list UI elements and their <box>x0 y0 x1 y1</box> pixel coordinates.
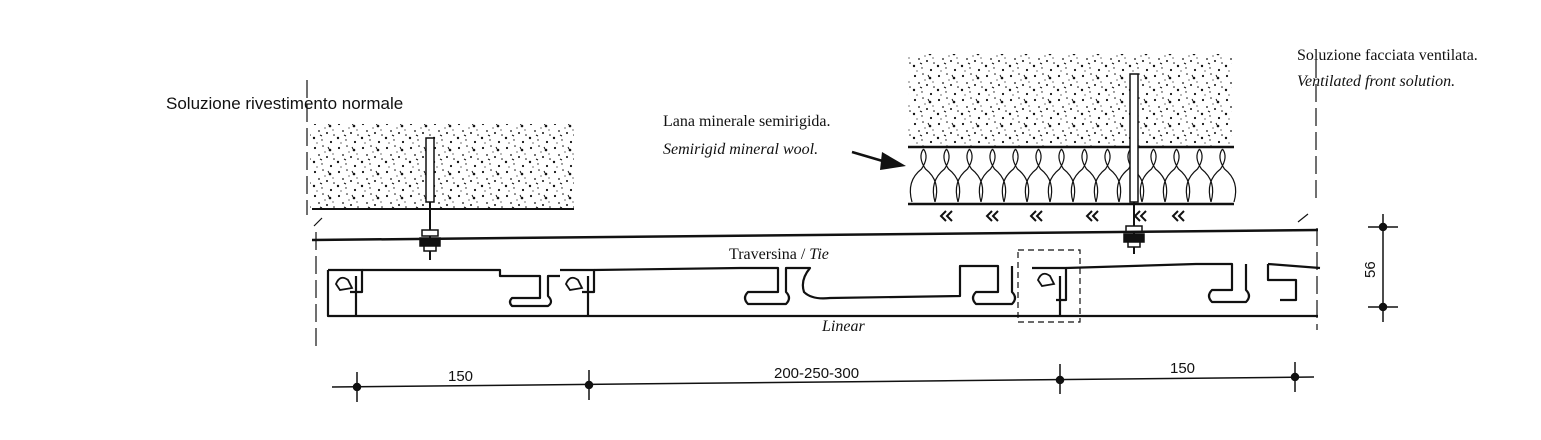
airflow-arrows <box>939 210 1185 222</box>
wool-cell <box>1162 148 1191 203</box>
wool-cell <box>1047 148 1076 203</box>
wool-cell <box>955 148 984 203</box>
anchor-left <box>419 137 441 260</box>
wool-cell <box>978 148 1007 203</box>
board-clips <box>334 272 1056 291</box>
linear-boards <box>326 262 1321 318</box>
wool-cell <box>1024 148 1053 203</box>
wool-cell <box>1070 148 1099 203</box>
dimension-height: 56 <box>1362 261 1379 278</box>
linear-label: Linear <box>822 318 865 335</box>
ventilated-solution-label-en: Ventilated front solution. <box>1297 73 1456 90</box>
dimension-middle: 200-250-300 <box>774 365 860 382</box>
anchor-right <box>1123 73 1145 254</box>
wool-cell <box>1093 148 1122 203</box>
wool-cell <box>1001 148 1030 203</box>
wall-block-right <box>908 54 1232 146</box>
tie-label-it: Traversina / <box>729 246 810 263</box>
break-lines <box>306 60 1318 352</box>
detail-callout-box <box>1017 249 1081 323</box>
dimension-right: 150 <box>1170 360 1196 377</box>
mineral-wool-label-it: Lana minerale semirigida. <box>663 113 831 130</box>
horizontal-dimension-line <box>331 362 1315 402</box>
tie-label-en: Tie <box>809 246 829 263</box>
wool-cell <box>1208 148 1237 203</box>
wool-cell <box>932 148 961 203</box>
tie-profile <box>311 228 1319 242</box>
ventilated-solution-label-it: Soluzione facciata ventilata. <box>1297 47 1478 64</box>
vertical-dimension-line <box>1368 214 1398 322</box>
wool-cell <box>909 148 938 203</box>
wall-block-left <box>310 124 574 210</box>
normal-solution-label: Soluzione rivestimento normale <box>166 94 404 113</box>
wool-pointer-arrow <box>851 150 906 170</box>
dimension-left: 150 <box>448 368 474 385</box>
wool-cell <box>1139 148 1168 203</box>
tie-label: Traversina / Tie <box>729 246 829 264</box>
mineral-wool-label-en: Semirigid mineral wool. <box>663 141 819 158</box>
wool-cell <box>1185 148 1214 203</box>
mineral-wool-layer <box>908 145 1237 206</box>
